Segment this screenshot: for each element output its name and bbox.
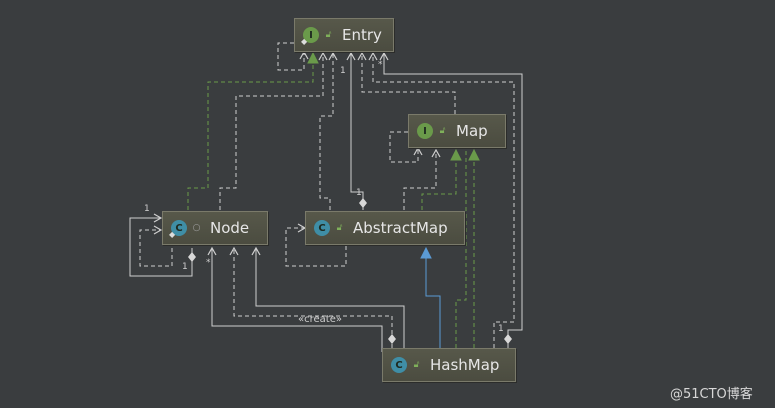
hashmap-node-composition-diamond — [388, 334, 396, 344]
node-implements-entry-link — [187, 51, 319, 210]
node-class-node[interactable]: C◆ ○ Node — [162, 211, 268, 245]
abstractmap-class-node[interactable]: C 🔓︎ AbstractMap — [305, 211, 465, 245]
entry-interface-node[interactable]: I◆ 🔓︎ Entry — [294, 18, 394, 52]
hashmap-label: HashMap — [430, 356, 500, 374]
multiplicity-label: 1 — [144, 204, 150, 214]
entry-label: Entry — [342, 26, 382, 44]
hashmap-class-node[interactable]: C 🔓︎ HashMap — [382, 348, 516, 382]
multiplicity-label: * — [206, 258, 211, 268]
entry-self-link — [277, 42, 309, 71]
package-visibility-icon: ○ — [192, 222, 201, 233]
class-c-icon: C — [391, 357, 407, 373]
hashmap-composition-diamond — [504, 334, 512, 344]
abstractmap-composes-entry-link — [346, 51, 364, 210]
multiplicity-label: * — [378, 60, 383, 70]
node-composition-diamond — [188, 252, 196, 262]
map-depends-entry-link — [357, 51, 456, 114]
interface-i-icon: I◆ — [301, 27, 319, 46]
multiplicity-label: 1 — [182, 262, 188, 272]
node-self-link-dashed — [139, 225, 173, 267]
class-c-icon: C — [314, 220, 330, 236]
watermark: @51CTO博客 — [670, 387, 753, 402]
abstractmap-implements-map-link — [421, 148, 462, 210]
node-self-link-solid — [129, 213, 193, 277]
abstractmap-label: AbstractMap — [353, 219, 448, 237]
abstractmap-depends-map-link — [403, 148, 441, 210]
public-visibility-icon: 🔓︎ — [439, 125, 446, 136]
public-visibility-icon: 🔓︎ — [325, 29, 332, 40]
class-c-icon: C◆ — [169, 220, 187, 239]
create-stereotype-label: «create» — [298, 314, 342, 325]
hashmap-create-node-link — [207, 246, 383, 352]
abstractmap-depends-entry-link — [319, 51, 338, 210]
map-self-link — [389, 131, 423, 163]
public-visibility-icon: 🔓︎ — [413, 359, 420, 370]
hashmap-extends-abstractmap-link — [420, 246, 441, 348]
multiplicity-label: 1 — [356, 188, 362, 198]
multiplicity-label: 1 — [340, 66, 346, 76]
interface-i-icon: I — [417, 123, 433, 139]
map-label: Map — [456, 122, 488, 140]
hashmap-node-link-3 — [251, 246, 405, 348]
hashmap-depends-entry-link — [368, 51, 515, 348]
hashmap-composes-entry-link — [379, 51, 523, 348]
public-visibility-icon: 🔓︎ — [336, 222, 343, 233]
abstractmap-self-link — [285, 223, 347, 267]
hashmap-depends-node-link — [229, 246, 393, 348]
hashmap-implements-map-link-2 — [455, 150, 467, 348]
map-interface-node[interactable]: I 🔓︎ Map — [408, 114, 506, 148]
node-label: Node — [210, 219, 250, 237]
node-depends-entry-link — [219, 51, 328, 210]
multiplicity-label: 1 — [498, 324, 504, 334]
abstractmap-composition-diamond — [359, 198, 367, 208]
